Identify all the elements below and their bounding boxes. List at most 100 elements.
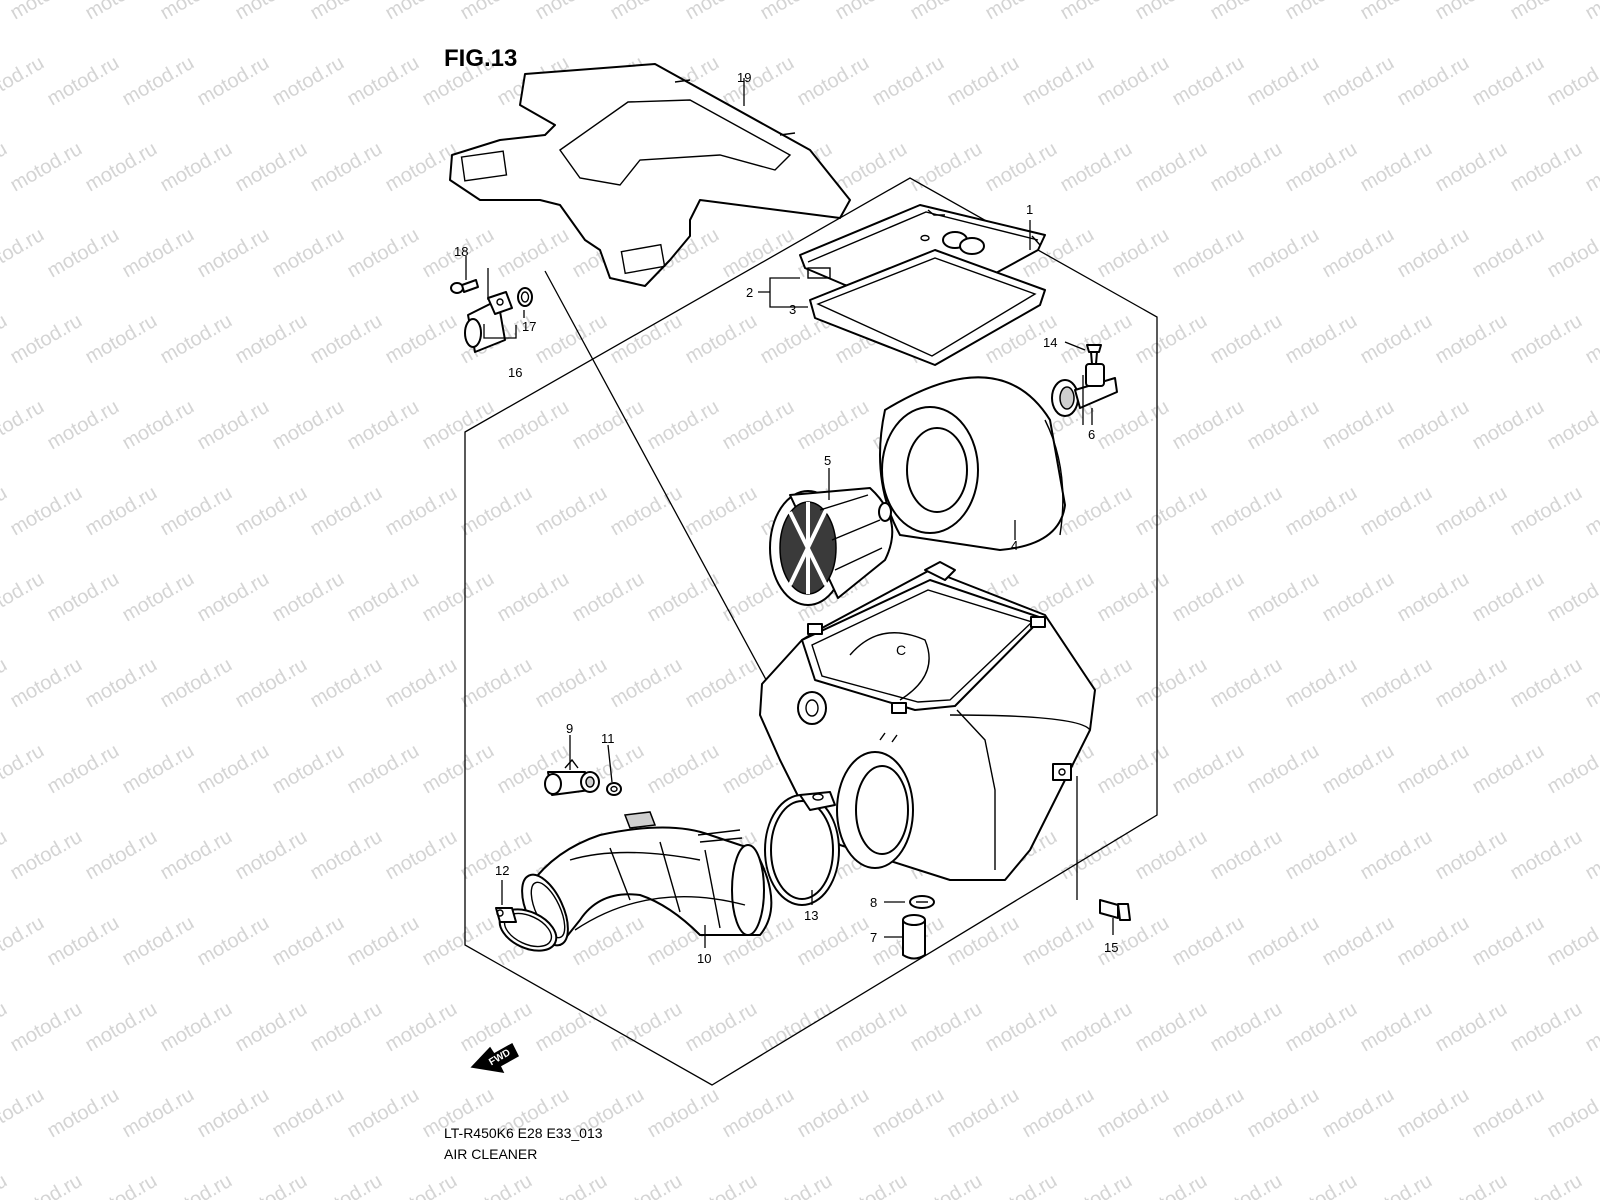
watermark-text: motod.ru	[682, 482, 761, 541]
watermark-text: motod.ru	[1094, 1084, 1173, 1143]
watermark-text: motod.ru	[1544, 568, 1600, 627]
callout-9: 9	[566, 721, 573, 736]
watermark-text: motod.ru	[532, 998, 611, 1057]
watermark-text: motod.ru	[1319, 224, 1398, 283]
watermark-text: motod.ru	[1094, 224, 1173, 283]
watermark-text: motod.ru	[119, 224, 198, 283]
watermark-text: motod.ru	[1132, 654, 1211, 713]
watermark-text: motod.ru	[1394, 912, 1473, 971]
watermark-text: motod.ru	[0, 654, 11, 713]
part-13-clamp	[764, 791, 840, 906]
watermark-text: motod.ru	[982, 1170, 1061, 1200]
watermark-text: motod.ru	[44, 52, 123, 111]
watermark-text: motod.ru	[1207, 0, 1286, 24]
watermark-text: motod.ru	[119, 740, 198, 799]
watermark-text: motod.ru	[719, 52, 798, 111]
watermark-text: motod.ru	[1394, 1084, 1473, 1143]
watermark-text: motod.ru	[1394, 396, 1473, 455]
watermark-text: motod.ru	[269, 740, 348, 799]
watermark-text: motod.ru	[194, 740, 273, 799]
case-marking-c: C	[896, 642, 906, 658]
watermark-text: motod.ru	[419, 396, 498, 455]
watermark-text: motod.ru	[1469, 740, 1548, 799]
callout-13: 13	[804, 908, 818, 923]
watermark-text: motod.ru	[382, 138, 461, 197]
watermark-text: motod.ru	[907, 0, 986, 24]
watermark-text: motod.ru	[382, 654, 461, 713]
watermark-text: motod.ru	[1282, 138, 1361, 197]
watermark-text: motod.ru	[1357, 482, 1436, 541]
watermark-text: motod.ru	[457, 482, 536, 541]
watermark-text: motod.ru	[1244, 912, 1323, 971]
watermark-text: motod.ru	[0, 1084, 48, 1143]
watermark-text: motod.ru	[157, 826, 236, 885]
watermark-text: motod.ru	[1357, 0, 1436, 24]
watermark-text: motod.ru	[1357, 998, 1436, 1057]
watermark-text: motod.ru	[1357, 826, 1436, 885]
watermark-text: motod.ru	[232, 998, 311, 1057]
watermark-text: motod.ru	[382, 998, 461, 1057]
air-cleaner-case: C	[759, 561, 1096, 881]
watermark-text: motod.ru	[1094, 52, 1173, 111]
part-8-clip	[909, 895, 935, 909]
watermark-text: motod.ru	[232, 826, 311, 885]
callout-3: 3	[789, 302, 796, 317]
watermark-text: motod.ru	[1282, 654, 1361, 713]
watermark-text: motod.ru	[344, 568, 423, 627]
watermark-text: motod.ru	[82, 1170, 161, 1200]
callout-16: 16	[508, 365, 522, 380]
watermark-text: motod.ru	[794, 52, 873, 111]
watermark-text: motod.ru	[1244, 568, 1323, 627]
watermark-text: motod.ru	[0, 912, 48, 971]
watermark-text: motod.ru	[1319, 1084, 1398, 1143]
part-6-plug	[1051, 363, 1118, 417]
watermark-text: motod.ru	[907, 1170, 986, 1200]
watermark-text: motod.ru	[7, 1170, 86, 1200]
watermark-text: motod.ru	[82, 138, 161, 197]
watermark-text: motod.ru	[1432, 1170, 1511, 1200]
part-17-o-ring	[517, 287, 533, 307]
watermark-text: motod.ru	[382, 1170, 461, 1200]
watermark-text: motod.ru	[1019, 52, 1098, 111]
watermark-text: motod.ru	[1244, 224, 1323, 283]
watermark-text: motod.ru	[419, 912, 498, 971]
watermark-text: motod.ru	[869, 1084, 948, 1143]
watermark-text: motod.ru	[832, 0, 911, 24]
watermark-text: motod.ru	[982, 0, 1061, 24]
watermark-text: motod.ru	[344, 740, 423, 799]
watermark-text: motod.ru	[1582, 0, 1600, 24]
watermark-text: motod.ru	[382, 826, 461, 885]
part-19-cover-plate	[449, 63, 851, 287]
watermark-text: motod.ru	[1132, 1170, 1211, 1200]
watermark-text: motod.ru	[757, 1170, 836, 1200]
watermark-text: motod.ru	[794, 396, 873, 455]
watermark-text: motod.ru	[157, 654, 236, 713]
part-15-bolt	[1099, 899, 1131, 921]
watermark-text: motod.ru	[644, 396, 723, 455]
watermark-text: motod.ru	[1169, 224, 1248, 283]
diagram-caption: AIR CLEANER	[444, 1146, 537, 1162]
watermark-text: motod.ru	[757, 998, 836, 1057]
callout-18: 18	[454, 244, 468, 259]
watermark-text: motod.ru	[7, 138, 86, 197]
watermark-text: motod.ru	[907, 138, 986, 197]
part-18-screw	[450, 279, 479, 294]
part-10-intake-duct	[521, 811, 773, 947]
watermark-text: motod.ru	[719, 224, 798, 283]
watermark-text: motod.ru	[682, 1170, 761, 1200]
watermark-text: motod.ru	[44, 740, 123, 799]
fwd-direction-arrow: FWD	[470, 1042, 519, 1073]
watermark-text: motod.ru	[119, 52, 198, 111]
callout-15: 15	[1104, 940, 1118, 955]
callout-7: 7	[870, 930, 877, 945]
watermark-text: motod.ru	[832, 1170, 911, 1200]
watermark-text: motod.ru	[1132, 310, 1211, 369]
watermark-text: motod.ru	[607, 482, 686, 541]
watermark-text: motod.ru	[0, 482, 11, 541]
watermark-text: motod.ru	[0, 740, 48, 799]
watermark-text: motod.ru	[907, 998, 986, 1057]
watermark-text: motod.ru	[232, 654, 311, 713]
watermark-text: motod.ru	[1582, 310, 1600, 369]
watermark-text: motod.ru	[82, 998, 161, 1057]
